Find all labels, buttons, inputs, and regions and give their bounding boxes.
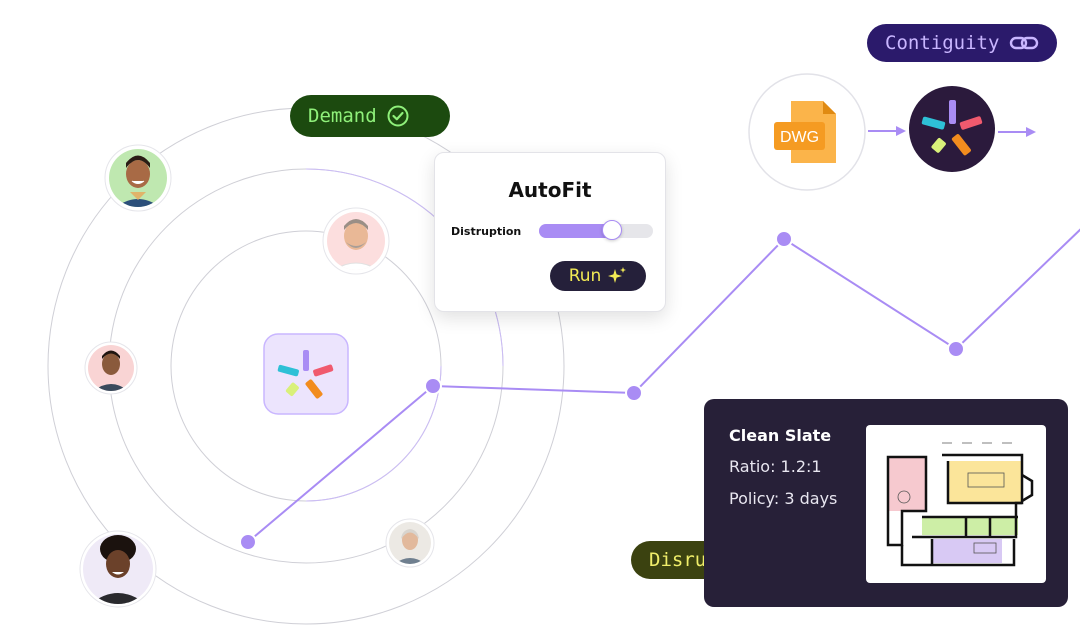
dwg-file-node[interactable]: DWG xyxy=(748,73,866,191)
path-node xyxy=(424,377,442,395)
clean-slate-card: Clean Slate Ratio: 1.2:1 Policy: 3 days xyxy=(704,399,1068,607)
path-line xyxy=(247,228,1080,543)
avatar xyxy=(322,207,390,275)
path-node xyxy=(625,384,643,402)
avatar xyxy=(104,144,172,212)
autofit-card: AutoFit Distruption Run xyxy=(434,152,666,312)
slider-thumb[interactable] xyxy=(601,220,622,240)
floor-plan-furniture xyxy=(897,442,1012,554)
dwg-file-icon: DWG xyxy=(774,101,836,163)
path-nodes xyxy=(239,230,965,551)
demand-label: Demand xyxy=(308,105,377,127)
asterisk-logo-icon xyxy=(277,350,334,399)
path-node xyxy=(239,533,257,551)
dwg-badge: DWG xyxy=(780,129,819,146)
run-button[interactable]: Run xyxy=(550,261,646,291)
avatar xyxy=(79,530,157,608)
floor-plan-walls xyxy=(886,453,1034,567)
floor-plan-rooms xyxy=(888,457,1022,563)
floor-plan-image xyxy=(866,425,1046,583)
contiguity-pill: Contiguity xyxy=(867,24,1057,62)
logo-node xyxy=(909,86,995,172)
avatar xyxy=(385,518,435,568)
slider-fill xyxy=(539,224,612,238)
disruption-slider[interactable] xyxy=(539,220,653,240)
path-node xyxy=(775,230,793,248)
demand-pill: Demand xyxy=(290,95,450,137)
run-label: Run xyxy=(568,266,602,286)
sparkle-icon xyxy=(608,267,627,283)
ratio-text: Ratio: 1.2:1 xyxy=(729,457,822,476)
check-circle-icon xyxy=(387,105,409,127)
asterisk-logo-icon xyxy=(921,100,983,156)
clean-slate-title: Clean Slate xyxy=(729,426,832,445)
autofit-title: AutoFit xyxy=(508,178,592,202)
policy-text: Policy: 3 days xyxy=(729,489,838,508)
hub-tile xyxy=(263,333,349,415)
contiguity-label: Contiguity xyxy=(885,32,1000,54)
disruption-slider-label: Distruption xyxy=(451,225,522,238)
avatar xyxy=(84,341,138,395)
path-node xyxy=(947,340,965,358)
arrow xyxy=(868,126,1036,137)
link-icon xyxy=(1010,36,1039,50)
